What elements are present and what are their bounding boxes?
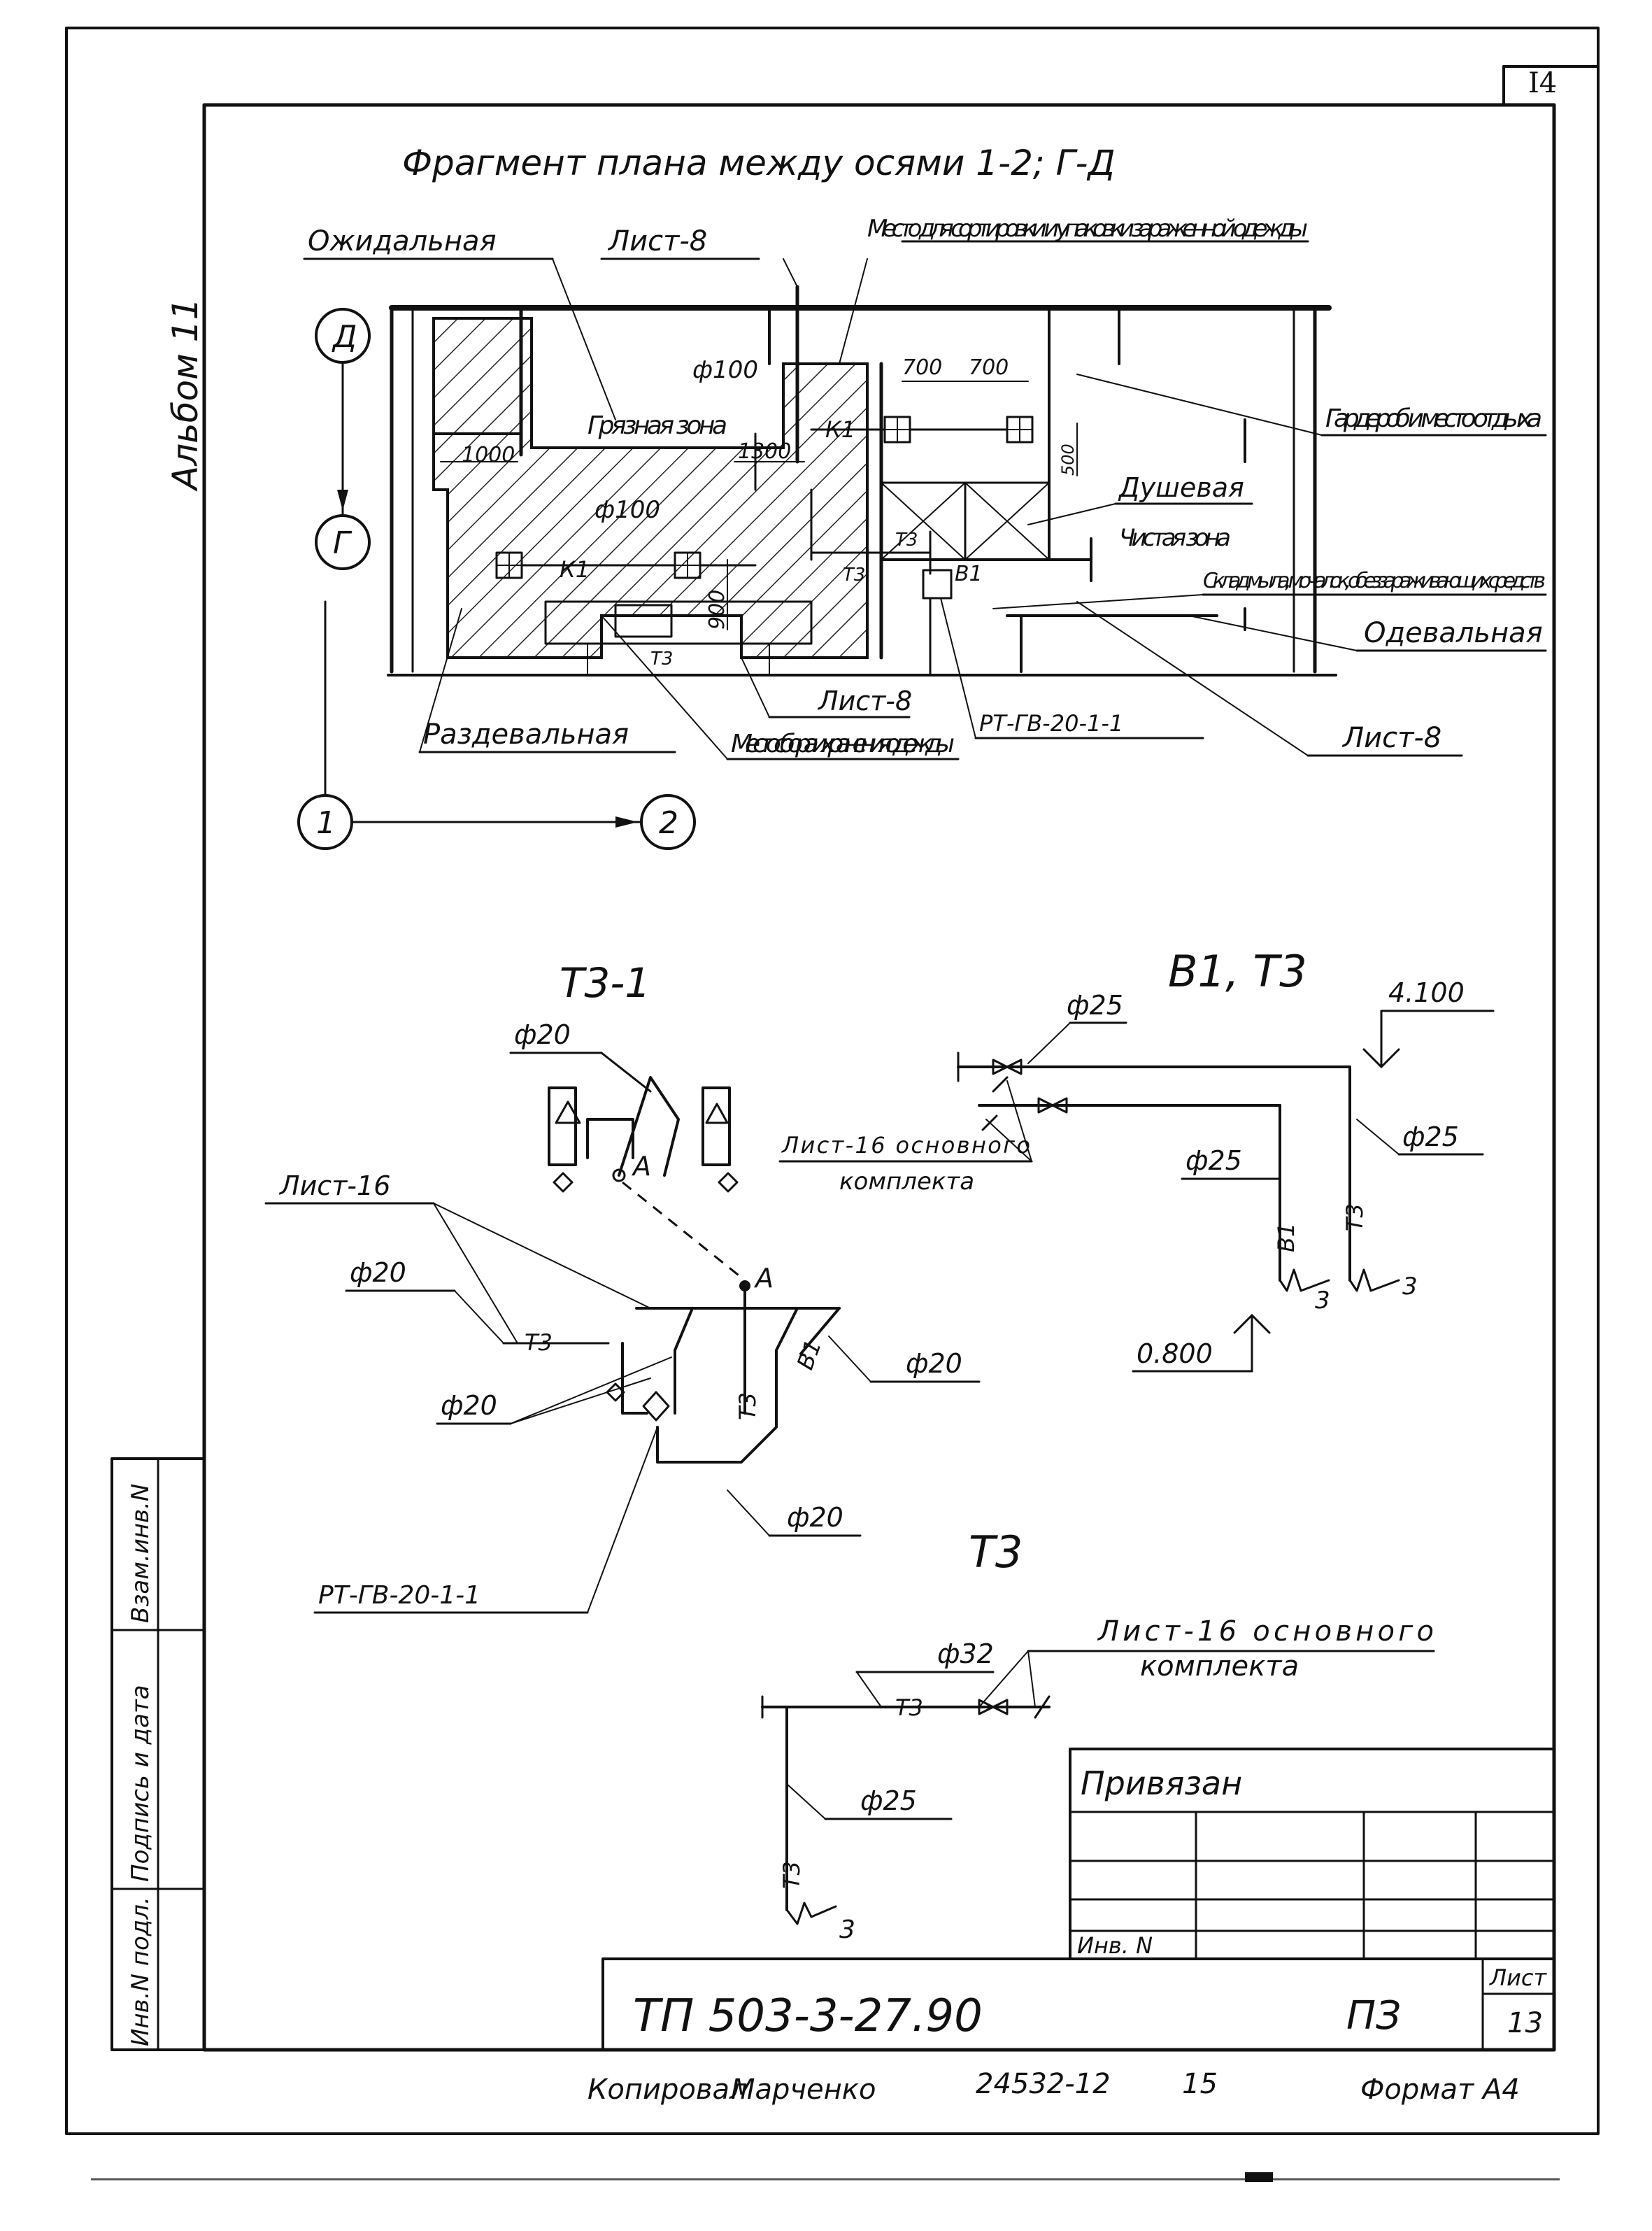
footer-copied: Копировал — [588, 2074, 748, 2106]
t3-1-node-a-top: А — [631, 1151, 651, 1182]
axis-2: 2 — [659, 805, 678, 841]
floor-plan — [387, 285, 1337, 677]
room-dressing: Одевальная — [1364, 617, 1543, 649]
t3-d25: ф25 — [860, 1785, 917, 1816]
plan-title: Фрагмент плана между осями 1-2; Г-Д — [402, 143, 1116, 183]
sheet-ref-3: Лист-8 — [1341, 722, 1441, 754]
footer-order: 24532-12 — [976, 2068, 1111, 2100]
b1-t3-pipe-b1: В1 — [1273, 1223, 1299, 1252]
stamp-sheet-no: 13 — [1507, 2007, 1543, 2039]
axis-g: Г — [333, 525, 353, 561]
side-stamp-replace: Взам.инв.N — [127, 1484, 155, 1623]
t3-pipe-a: Т3 — [895, 1694, 923, 1721]
b1-t3-title: В1, Т3 — [1168, 946, 1307, 997]
t3-1-pipe-t3-b: Т3 — [734, 1392, 761, 1420]
level-0800: 0.800 — [1137, 1338, 1213, 1369]
room-clean-zone: Чистая зона — [1119, 524, 1231, 552]
dim-1000: 1000 — [462, 443, 515, 467]
room-sorting: Место для сортировки и упаковки зараженн… — [867, 215, 1308, 243]
plan-heater: РТ-ГВ-20-1-1 — [979, 710, 1123, 737]
axis-grid — [297, 308, 696, 850]
room-shower: Душевая — [1118, 472, 1244, 503]
plan-t3-c: Т3 — [650, 649, 673, 670]
footer-num: 15 — [1182, 2068, 1218, 2100]
plan-k1-a: К1 — [825, 416, 855, 443]
room-undressing: Раздевальная — [423, 718, 629, 751]
side-stamp — [111, 1457, 206, 2051]
dim-700-a: 700 — [902, 355, 942, 380]
footer-name: Марченко — [731, 2074, 876, 2106]
title-block — [601, 1748, 1555, 2051]
b1-t3-d25-mid: ф25 — [1185, 1145, 1242, 1176]
t3-1-d20-top: ф20 — [514, 1019, 571, 1050]
t3-scheme — [761, 1650, 1435, 1925]
b1-t3-d25-right: ф25 — [1402, 1121, 1459, 1152]
t3-number: 3 — [839, 1915, 855, 1944]
t3-ref-line1: Лист-16 основного — [1097, 1615, 1434, 1648]
b1-t3-ref-line1: Лист-16 основного — [781, 1132, 1030, 1159]
room-dirty-zone: Грязная зона — [588, 411, 727, 440]
album-label: Альбом 11 — [165, 298, 206, 492]
stamp-inv-no: Инв. N — [1077, 1932, 1153, 1959]
b1-t3-num-2: 3 — [1402, 1273, 1418, 1301]
room-collection: Место сбора и хранения одежды — [731, 730, 955, 758]
axis-1: 1 — [316, 805, 336, 841]
stamp-sheet-label: Лист — [1489, 1964, 1547, 1991]
side-stamp-inv: Инв.N подл. — [127, 1897, 155, 2046]
b1-t3-ref-line2: комплекта — [839, 1168, 974, 1196]
t3-pipe-b: Т3 — [778, 1861, 805, 1889]
axis-d: Д — [332, 319, 357, 355]
t3-ref-line2: комплекта — [1140, 1650, 1299, 1683]
dim-900: 900 — [705, 590, 729, 630]
stamp-bound: Привязан — [1081, 1764, 1242, 1802]
plan-t3-a: Т3 — [895, 530, 918, 551]
plan-leaders — [303, 240, 1547, 760]
t3-1-node-a: А — [753, 1263, 774, 1294]
room-wardrobe: Гардероб и место отдыха — [1325, 404, 1542, 433]
t3-1-scheme — [264, 1051, 981, 1614]
plan-d100-left: ф100 — [594, 496, 660, 524]
plan-t3-b: Т3 — [843, 565, 865, 586]
dim-500: 500 — [1058, 444, 1078, 476]
side-stamp-sign: Подпись и дата — [127, 1685, 155, 1882]
t3-1-sheet-ref: Лист-16 — [278, 1170, 390, 1201]
t3-1-d20-mid: ф20 — [441, 1390, 497, 1421]
room-storage: Склад мыла, мочалок, обеззараживающих ср… — [1203, 569, 1546, 593]
footer-format: Формат А4 — [1360, 2074, 1520, 2106]
dim-1300: 1300 — [738, 439, 791, 464]
sheet-ref-2: Лист-8 — [817, 686, 912, 716]
b1-t3-d25-top: ф25 — [1067, 990, 1123, 1021]
plan-d100-top: ф100 — [692, 356, 758, 384]
scan-mark — [1245, 2172, 1273, 2182]
t3-1-heater: РТ-ГВ-20-1-1 — [318, 1581, 480, 1610]
t3-d32: ф32 — [937, 1638, 994, 1669]
level-4100: 4.100 — [1388, 977, 1465, 1008]
stamp-code: ТП 503-3-27.90 — [633, 1990, 983, 2042]
t3-1-d20-right: ф20 — [906, 1348, 962, 1379]
room-waiting: Ожидальная — [308, 225, 497, 257]
b1-t3-num-1: 3 — [1315, 1287, 1330, 1315]
t3-title: Т3 — [969, 1527, 1023, 1578]
t3-1-pipe-b1: В1 — [792, 1336, 827, 1373]
t3-1-d20-left: ф20 — [350, 1257, 406, 1288]
plan-b1: В1 — [955, 562, 983, 586]
t3-1-pipe-t3-a: Т3 — [525, 1329, 553, 1356]
b1-t3-scheme — [778, 1010, 1495, 1373]
t3-1-title: Т3-1 — [560, 959, 650, 1007]
b1-t3-pipe-t3: Т3 — [1341, 1203, 1368, 1231]
t3-1-d20-bottom: ф20 — [787, 1502, 843, 1533]
stamp-stage: ПЗ — [1346, 1993, 1401, 2039]
plan-k1-b: К1 — [560, 556, 590, 583]
page-number: I4 — [1528, 67, 1557, 99]
dim-700-b: 700 — [969, 355, 1009, 380]
sheet-ref-1: Лист-8 — [607, 225, 707, 257]
